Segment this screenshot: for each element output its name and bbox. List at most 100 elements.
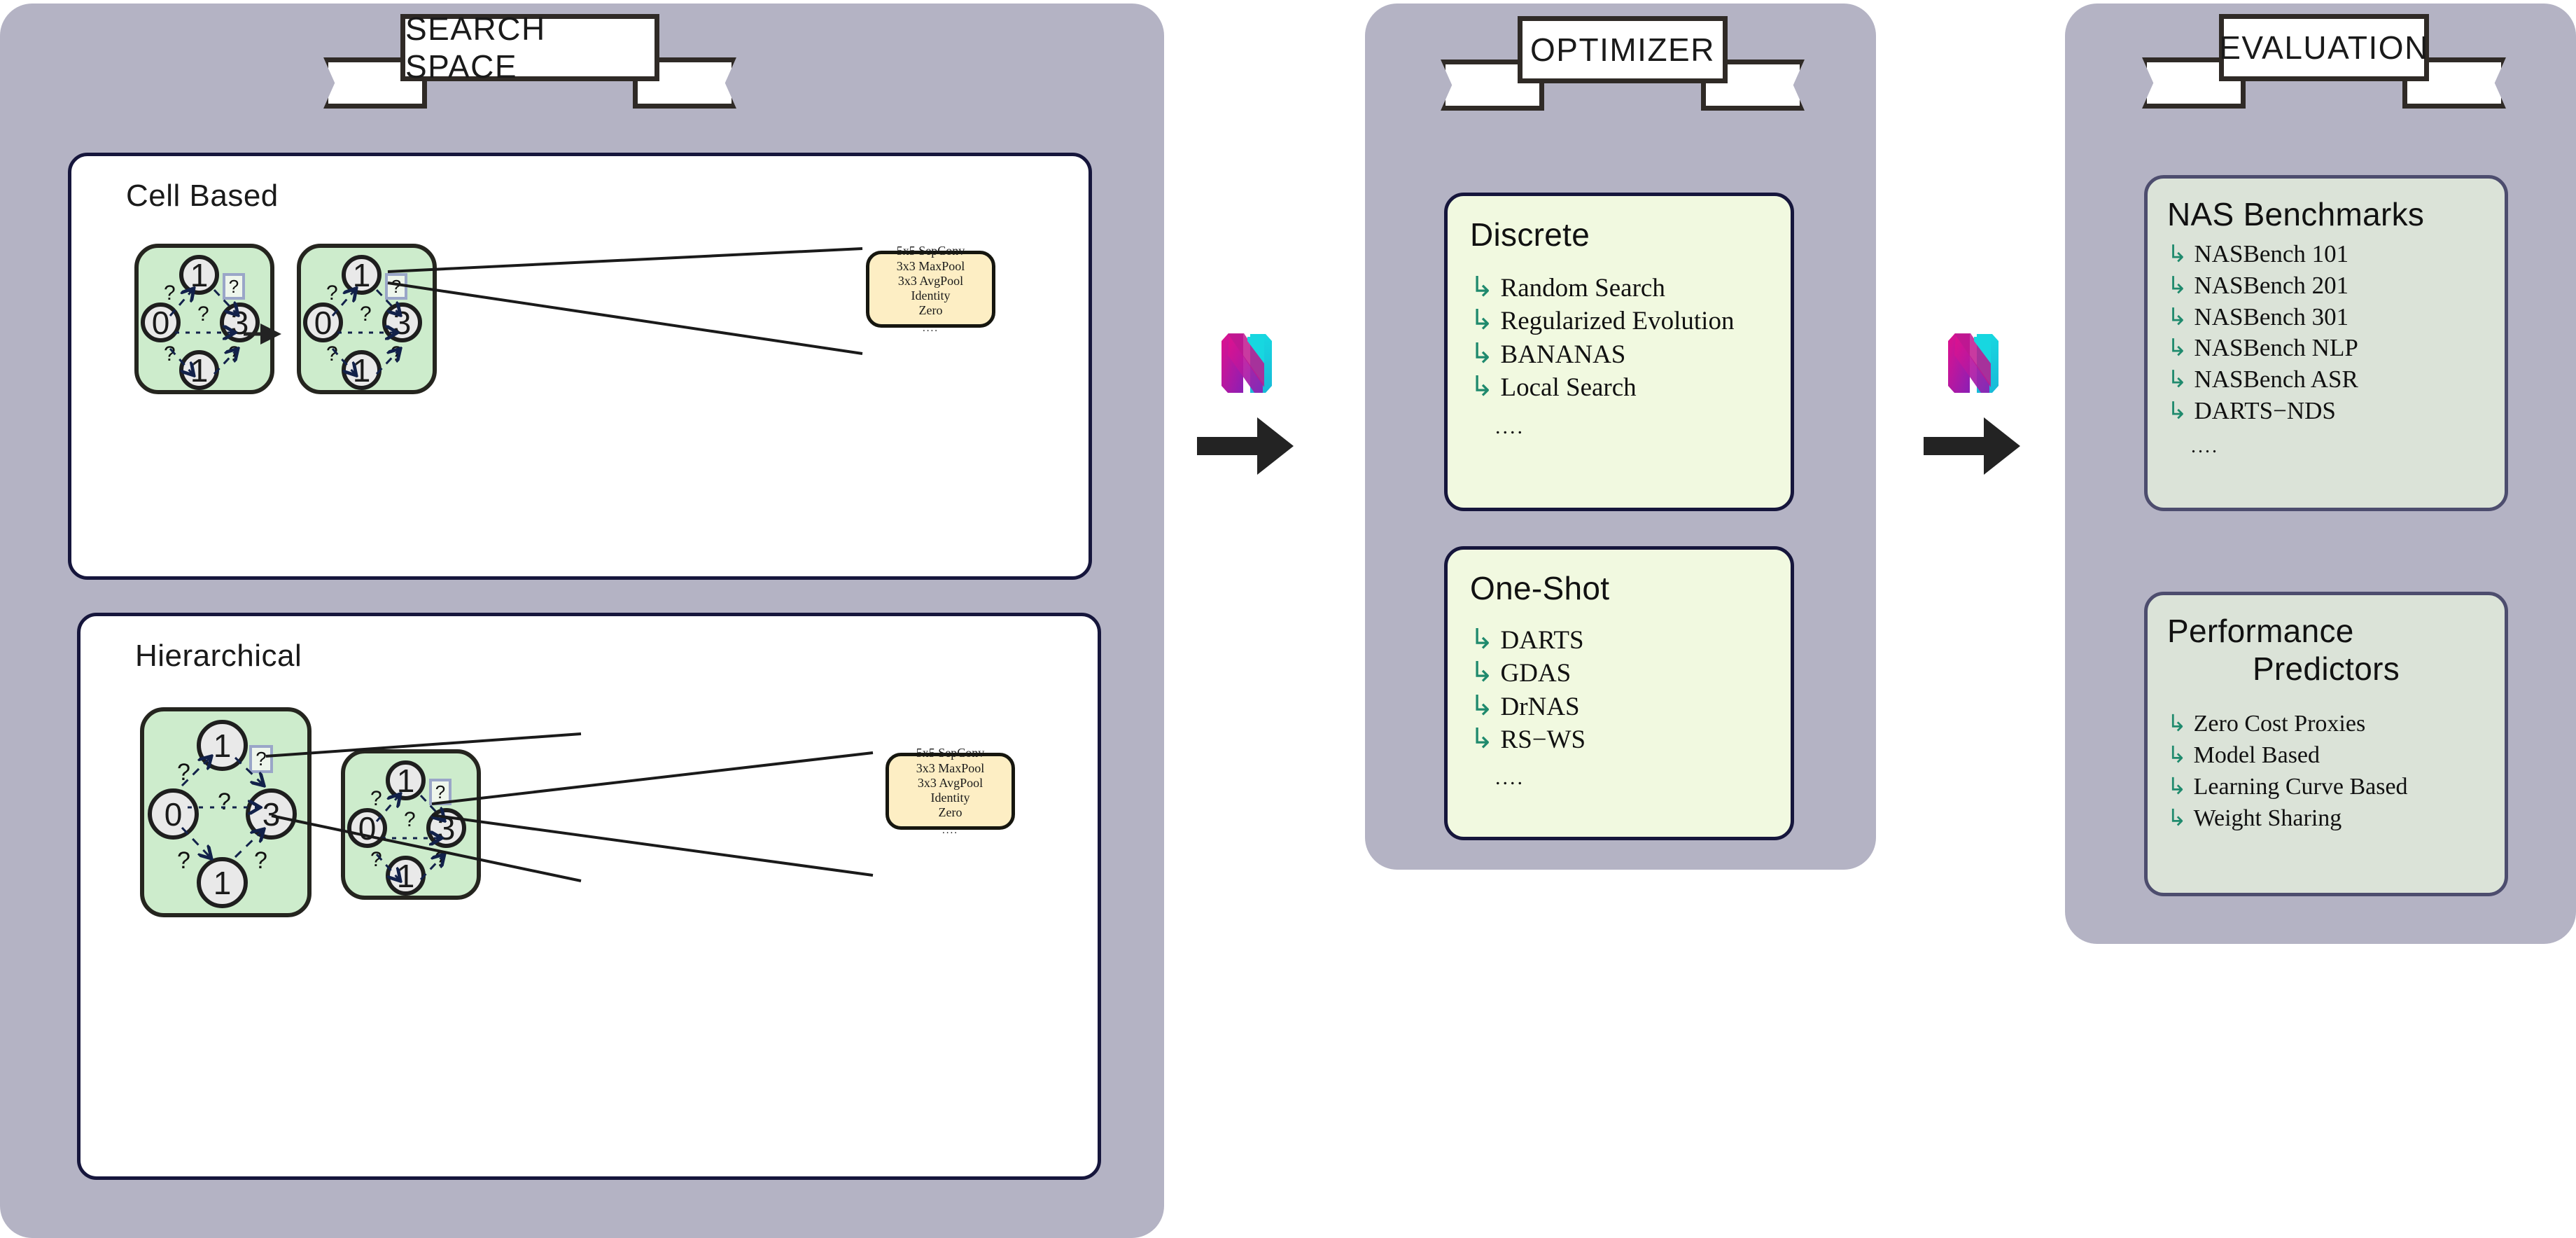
edge-label-0-1-top: ? [326,281,338,305]
arrow-bullet-icon: ↳ [2167,240,2188,268]
ribbon-plate: EVALUATION [2219,14,2429,81]
arrow-bullet-icon: ↳ [2167,709,2187,737]
edge-label-box-1-3: ? [429,779,451,805]
performance-predictors-box: Performance Predictors ↳ Zero Cost Proxi… [2144,592,2508,896]
operation-item: Zero [938,805,962,820]
edge-label-0-1-bottom: ? [370,848,382,871]
operation-item: Identity [930,791,970,805]
operation-item: 5x5 SepConv [896,244,965,258]
list-item: ↳ Model Based [2167,740,2485,772]
list-item: ↳ DARTS−NDS [2167,396,2485,427]
node-0: 0 [148,788,199,840]
operation-item: 3x3 AvgPool [917,775,983,790]
cell-based-title: Cell Based [126,179,279,213]
list-item: ↳ NASBench 101 [2167,239,2485,270]
list-item-label: GDAS [1500,659,1572,688]
arrow-bullet-icon: ↳ [2167,366,2188,394]
edge-label-0-3: ? [404,808,416,831]
node-0: 0 [141,302,181,342]
edge-label-box-1-3: ? [385,273,407,300]
arrow-bullet-icon: ↳ [2167,803,2187,831]
ribbon-tail-right [633,57,736,109]
nas-benchmarks-more: .... [2191,435,2219,457]
arrow-bullet-icon: ↳ [1470,271,1494,303]
list-item-label: DrNAS [1500,692,1580,721]
list-item-label: NASBench 201 [2194,271,2349,299]
list-item: ↳ NASBench NLP [2167,333,2485,364]
list-item: ↳ Learning Curve Based [2167,772,2485,803]
performance-predictors-title-line2: Predictors [2252,651,2400,687]
optimizer-title: OPTIMIZER [1530,32,1715,68]
node-1-top: 1 [386,760,426,800]
list-item-label: NASBench 101 [2194,240,2349,267]
edge-label-1-3-bottom: ? [228,342,240,366]
list-item-label: Local Search [1500,373,1637,403]
discrete-list: ↳ Random Search ↳ Regularized Evolution … [1470,272,1768,404]
list-item: ↳ Local Search [1470,371,1768,404]
arrow-bullet-icon: ↳ [2167,740,2187,768]
arrow-bullet-icon: ↳ [1470,723,1494,756]
list-item: ↳ Zero Cost Proxies [2167,709,2485,740]
list-item-label: RS−WS [1500,725,1586,755]
edge-label-1-3-bottom: ? [254,847,267,874]
arrow-bullet-icon: ↳ [2167,302,2188,331]
list-item-label: NASBench 301 [2194,302,2349,331]
oneshot-more: .... [1495,766,1525,790]
naslib-logo [1946,331,2001,396]
nas-benchmarks-title: NAS Benchmarks [2167,196,2425,232]
node-1-top: 1 [179,255,219,295]
cell-based-card: Cell Based 1 0 3 1 ? ? ? ? ? 1 0 3 1 ? ?… [68,153,1092,580]
evaluation-ribbon: EVALUATION [2142,14,2506,109]
edge-label-0-1-top: ? [370,787,382,810]
arrow-bullet-icon: ↳ [2167,396,2188,425]
node-3: 3 [220,302,260,342]
edge-label-0-1-bottom: ? [177,847,190,874]
naslib-logo [1219,331,1274,396]
list-item: ↳ GDAS [1470,657,1768,690]
oneshot-title: One-Shot [1470,570,1610,606]
list-item-label: NASBench ASR [2194,366,2358,394]
cell-block-nested: 1 0 3 1 ? ? ? ? ? [341,749,481,900]
list-item: ↳ NASBench 301 [2167,302,2485,333]
list-item-label: Model Based [2193,742,2320,768]
optimizer-discrete-box: Discrete ↳ Random Search ↳ Regularized E… [1444,193,1794,511]
list-item: ↳ Random Search [1470,272,1768,305]
operation-item: 3x3 MaxPool [896,258,965,273]
node-3: 3 [246,788,297,840]
list-item-label: Learning Curve Based [2193,773,2408,800]
node-0: 0 [303,302,343,342]
cell-block-right: 1 0 3 1 ? ? ? ? ? [297,244,437,394]
operations-legend-hier: 5x5 SepConv 3x3 MaxPool 3x3 AvgPool Iden… [886,746,1015,836]
arrow-bullet-icon: ↳ [1470,337,1494,370]
edge-label-0-3: ? [360,302,372,326]
arrow-bullet-icon: ↳ [1470,304,1494,337]
arrow-bullet-icon: ↳ [1470,623,1494,655]
edge-label-0-1-bottom: ? [326,342,338,366]
list-item: ↳ RS−WS [1470,723,1768,756]
arrow-bullet-icon: ↳ [2167,334,2188,363]
hierarchical-card: Hierarchical 1 0 3 1 ? ? ? ? ? 1 0 3 1 ?… [77,613,1101,1180]
optimizer-oneshot-box: One-Shot ↳ DARTS ↳ GDAS ↳ DrNAS ↳ RS−WS … [1444,546,1794,840]
right-arrow-icon [1924,413,2022,480]
oneshot-list: ↳ DARTS ↳ GDAS ↳ DrNAS ↳ RS−WS [1470,624,1768,756]
list-item: ↳ NASBench 201 [2167,270,2485,302]
list-item: ↳ DrNAS [1470,690,1768,723]
list-item-label: Regularized Evolution [1500,307,1735,336]
discrete-title: Discrete [1470,216,1590,253]
list-item-label: Random Search [1500,274,1665,302]
list-item-label: Weight Sharing [2193,805,2342,831]
edge-label-1-3-bottom: ? [391,342,402,366]
operation-item: Identity [911,288,951,303]
discrete-more: .... [1495,415,1525,439]
cell-block-outer: 1 0 3 1 ? ? ? ? ? [140,707,312,917]
operation-more: .... [923,322,939,334]
list-item-label: DARTS [1500,626,1584,655]
ribbon-plate: OPTIMIZER [1518,16,1728,83]
arrow-bullet-icon: ↳ [1470,689,1494,722]
list-item: ↳ Weight Sharing [2167,803,2485,835]
node-1-bottom: 1 [342,350,382,390]
optimizer-ribbon: OPTIMIZER [1441,16,1805,111]
arrow-bullet-icon: ↳ [1470,656,1494,689]
operation-item: 5x5 SepConv [916,746,985,760]
list-item-label: DARTS−NDS [2194,396,2336,424]
